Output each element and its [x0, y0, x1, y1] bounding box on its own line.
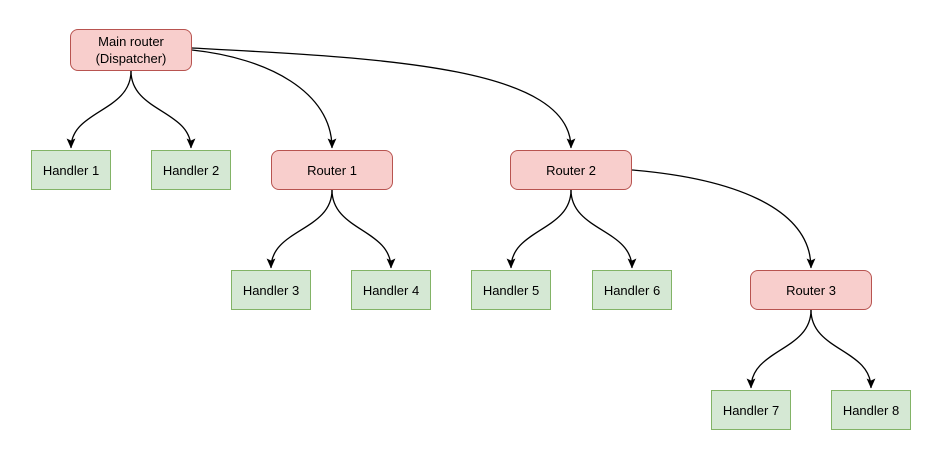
edge-router-1-to-handler-4 [331, 189, 396, 269]
node-handler-7: Handler 7 [711, 390, 791, 430]
node-main-router: Main router (Dispatcher) [70, 29, 192, 71]
edge-main-router-to-handler-2 [130, 70, 196, 149]
node-router-1-label: Router 1 [307, 162, 357, 178]
node-handler-5-label: Handler 5 [482, 282, 540, 298]
edge-router-3-to-handler-8 [810, 309, 876, 389]
edge-main-router-to-router-2 [191, 47, 576, 149]
node-handler-5: Handler 5 [471, 270, 551, 310]
node-handler-1: Handler 1 [31, 150, 111, 190]
node-handler-1-label: Handler 1 [42, 162, 100, 178]
node-router-3-label: Router 3 [786, 282, 836, 298]
node-handler-3-label: Handler 3 [242, 282, 300, 298]
node-handler-2: Handler 2 [151, 150, 231, 190]
edge-main-router-to-handler-1 [66, 70, 132, 149]
node-handler-6-label: Handler 6 [603, 282, 661, 298]
node-router-1: Router 1 [271, 150, 393, 190]
node-main-router-label-line2: (Dispatcher) [95, 51, 167, 66]
node-handler-8: Handler 8 [831, 390, 911, 430]
edge-router-2-to-router-3 [631, 169, 816, 269]
node-router-2: Router 2 [510, 150, 632, 190]
edge-router-2-to-handler-5 [506, 189, 572, 269]
node-main-router-label-line1: Main router [98, 34, 164, 49]
node-handler-7-label: Handler 7 [722, 402, 780, 418]
node-handler-4: Handler 4 [351, 270, 431, 310]
node-handler-8-label: Handler 8 [842, 402, 900, 418]
node-router-3: Router 3 [750, 270, 872, 310]
edge-router-2-to-handler-6 [570, 189, 637, 269]
edge-router-1-to-handler-3 [266, 189, 333, 269]
edge-router-3-to-handler-7 [746, 309, 812, 389]
node-handler-2-label: Handler 2 [162, 162, 220, 178]
node-handler-3: Handler 3 [231, 270, 311, 310]
node-handler-4-label: Handler 4 [362, 282, 420, 298]
edge-main-router-to-router-1 [191, 49, 337, 149]
node-handler-6: Handler 6 [592, 270, 672, 310]
node-router-2-label: Router 2 [546, 162, 596, 178]
